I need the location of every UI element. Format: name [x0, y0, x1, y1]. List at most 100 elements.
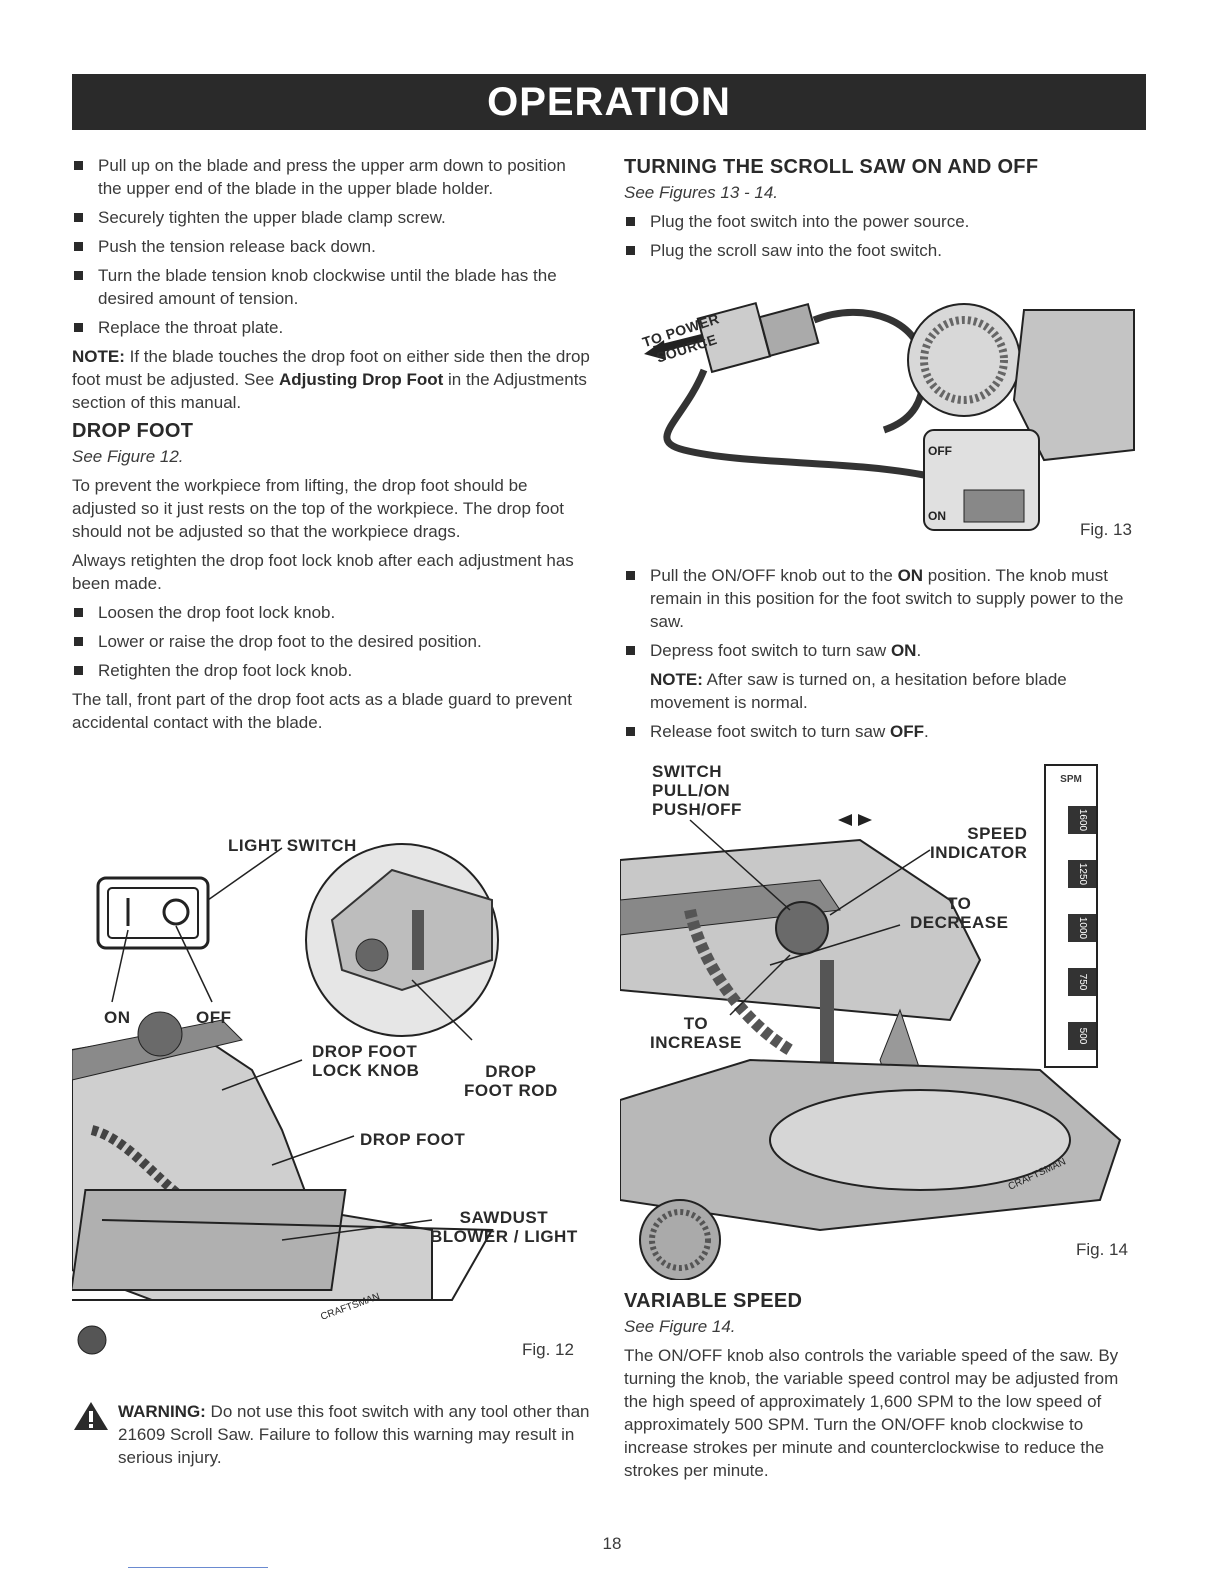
variable-speed-see-figure: See Figure 14. — [624, 1317, 736, 1336]
note-text: If the blade touches the drop foot on ei… — [72, 347, 590, 389]
note-text: in the Adjustments section of this manua… — [72, 370, 587, 412]
variable-speed-heading: VARIABLE SPEED — [624, 1290, 803, 1312]
tension-knob — [137, 1011, 183, 1057]
saw-plug — [758, 302, 820, 358]
plug-steps: Plug the foot switch into the power sour… — [624, 210, 1140, 262]
section-title: OPERATION — [487, 80, 731, 124]
note-ref: Adjusting Drop Foot — [278, 370, 444, 389]
switch-cord — [663, 368, 925, 479]
leader-line — [281, 1219, 433, 1241]
spm-label: SPM — [1060, 774, 1082, 785]
pedal-on-text: ON — [928, 509, 946, 523]
switch-off-mark — [162, 898, 190, 926]
label-line: DROP FOOT — [312, 1042, 418, 1061]
speed-mark: 750 — [1068, 968, 1096, 996]
list-item: Release foot switch to turn saw OFF. — [624, 720, 1140, 743]
pedal-off-text: OFF — [928, 444, 952, 458]
warning-label: WARNING: — [118, 1402, 206, 1421]
drop-foot-paragraph: To prevent the workpiece from lifting, t… — [72, 476, 565, 541]
figure-14-illustration: CRAFTSMAN — [620, 814, 1122, 1280]
leader-line — [207, 847, 283, 901]
note-paragraph: NOTE: After saw is turned on, a hesitati… — [624, 668, 1140, 714]
leader-line — [689, 819, 791, 911]
leader-line — [729, 954, 791, 1016]
saw-table — [72, 1219, 494, 1301]
left-column: Pull up on the blade and press the upper… — [72, 154, 590, 740]
leader-line — [111, 929, 129, 1003]
list-item: Retighten the drop foot lock knob. — [72, 659, 590, 682]
right-column-variable-speed: VARIABLE SPEED See Figure 14. The ON/OFF… — [624, 1284, 1140, 1488]
note-label: NOTE: — [72, 347, 125, 366]
label-line: SPEED — [967, 824, 1028, 843]
figure-14-caption: Fig. 14 — [1076, 1240, 1128, 1259]
drop-foot-rod-detail — [412, 910, 424, 970]
motor-vent — [77, 1325, 107, 1355]
label-line: FOOT ROD — [464, 1081, 558, 1100]
label-line: TO — [683, 1014, 709, 1033]
blade-install-steps: Pull up on the blade and press the upper… — [72, 154, 590, 339]
rotate-left-arrow — [838, 814, 852, 826]
figure-13-caption: Fig. 13 — [1080, 520, 1132, 539]
label-line: INDICATOR — [930, 843, 1028, 862]
leader-line — [221, 1059, 303, 1091]
drop-foot-steps: Loosen the drop foot lock knob. Lower or… — [72, 601, 590, 682]
label-light-switch: LIGHT SWITCH — [228, 836, 357, 855]
warning-icon — [74, 1402, 108, 1430]
step-text: Release foot switch to turn saw — [650, 722, 891, 741]
rotate-right-arrow — [858, 814, 872, 826]
turning-heading: TURNING THE SCROLL SAW ON AND OFF — [624, 156, 1039, 178]
label-line: INCREASE — [650, 1033, 742, 1052]
leader-line — [769, 924, 901, 966]
section-banner: OPERATION — [72, 74, 1146, 130]
light-switch-box — [96, 876, 210, 950]
power-cord — [812, 308, 928, 434]
drop-foot-see-figure: See Figure 12. — [72, 447, 184, 466]
right-column-switch: Pull the ON/OFF knob out to the ON posit… — [624, 564, 1140, 749]
label-line: SAWDUST — [459, 1208, 549, 1227]
label-line: DROP — [485, 1062, 537, 1081]
label-line: PULL/ON — [652, 781, 731, 800]
drop-foot-heading: DROP FOOT — [72, 420, 194, 442]
label-on: ON — [104, 1008, 131, 1027]
list-item: Lower or raise the drop foot to the desi… — [72, 630, 590, 653]
leader-line — [175, 925, 213, 1003]
release-step: Release foot switch to turn saw OFF. — [624, 720, 1140, 743]
speed-mark: 500 — [1068, 1022, 1096, 1050]
list-item: Push the tension release back down. — [72, 235, 590, 258]
lock-knob-detail — [355, 938, 389, 972]
step-text: Depress foot switch to turn saw — [650, 641, 891, 660]
label-line: BLOWER / LIGHT — [430, 1227, 578, 1246]
pedal-plate — [963, 489, 1025, 523]
note-paragraph: NOTE: If the blade touches the drop foot… — [72, 345, 590, 414]
step-emphasis: OFF — [890, 722, 925, 741]
light-switch-inner — [107, 887, 199, 939]
saw-arm-stripe — [620, 879, 841, 936]
leader-line — [271, 1135, 355, 1166]
warning-body: Do not use this foot switch with any too… — [118, 1402, 590, 1467]
power-arrow-head — [644, 340, 666, 360]
figure-13-illustration: OFF ON — [644, 301, 1135, 531]
footer-rule — [128, 1567, 268, 1568]
drop-foot-rod — [820, 960, 834, 1080]
label-line: TO — [947, 894, 972, 913]
drop-foot-paragraph: The tall, front part of the drop foot ac… — [72, 690, 572, 732]
speed-mark: 1600 — [1068, 806, 1096, 834]
figure-12-illustration: CRAFTSMAN — [72, 843, 499, 1355]
saw-base — [1012, 309, 1135, 462]
label-drop-foot: DROP FOOT — [360, 1130, 466, 1149]
list-item: Plug the foot switch into the power sour… — [624, 210, 1140, 233]
on-off-speed-knob — [775, 901, 829, 955]
drop-foot-paragraph: Always retighten the drop foot lock knob… — [72, 551, 574, 593]
label-line: LOCK KNOB — [312, 1061, 420, 1080]
leader-line — [829, 849, 931, 916]
switch-steps: Pull the ON/OFF knob out to the ON posit… — [624, 564, 1140, 662]
list-item: Plug the scroll saw into the foot switch… — [624, 239, 1140, 262]
note-label: NOTE: — [650, 670, 703, 689]
motor-vent-grille — [920, 316, 1008, 404]
leader-line — [411, 979, 473, 1041]
list-item: Turn the blade tension knob clockwise un… — [72, 264, 590, 310]
